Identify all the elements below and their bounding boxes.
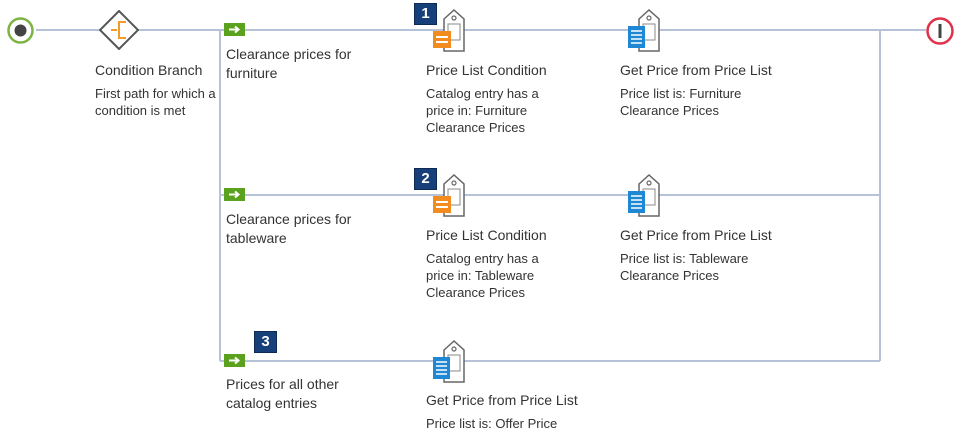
path-2-condition-node[interactable] [430, 172, 470, 218]
path-2-action-title: Get Price from Price List [620, 227, 772, 243]
branch-title: Condition Branch [95, 62, 203, 78]
path-1-arrow-icon[interactable] [224, 23, 245, 36]
start-node[interactable] [6, 16, 35, 45]
path-3-action-description: Price list is: Offer Price [426, 416, 558, 431]
path-2-condition-title: Price List Condition [426, 227, 547, 243]
price-list-icon [628, 8, 660, 52]
price-list-icon [628, 173, 660, 217]
path-1-condition-node[interactable] [430, 7, 470, 53]
path-3-arrow-icon[interactable] [224, 354, 245, 367]
path-3-badge: 3 [254, 331, 277, 353]
price-list-icon [433, 339, 465, 383]
start-icon [7, 17, 34, 44]
path-1-badge: 1 [414, 3, 437, 25]
condition-branch-icon [98, 9, 140, 51]
path-2-badge: 2 [414, 168, 437, 190]
path-2-action-node[interactable] [625, 172, 665, 218]
condition-branch-node[interactable] [98, 9, 140, 51]
branch-description: First path for which a condition is met [95, 86, 216, 118]
path-2-arrow-icon[interactable] [224, 188, 245, 201]
path-1-condition-title: Price List Condition [426, 62, 547, 78]
price-list-condition-icon [433, 173, 465, 217]
path-1-action-node[interactable] [625, 7, 665, 53]
path-2-label: Clearance prices for tableware [226, 211, 352, 246]
end-node[interactable] [925, 16, 955, 46]
path-1-action-title: Get Price from Price List [620, 62, 772, 78]
path-1-action-description: Price list is: Furniture Clearance Price… [620, 86, 742, 118]
path-1-label: Clearance prices for furniture [226, 46, 352, 81]
path-3-action-title: Get Price from Price List [426, 392, 578, 408]
price-list-condition-icon [433, 8, 465, 52]
path-2-condition-description: Catalog entry has a price in: Tableware … [426, 251, 539, 300]
path-1-condition-description: Catalog entry has a price in: Furniture … [426, 86, 539, 135]
end-icon [926, 17, 954, 45]
path-3-label: Prices for all other catalog entries [226, 376, 339, 411]
path-2-action-description: Price list is: Tableware Clearance Price… [620, 251, 749, 283]
path-3-action-node[interactable] [430, 338, 470, 384]
